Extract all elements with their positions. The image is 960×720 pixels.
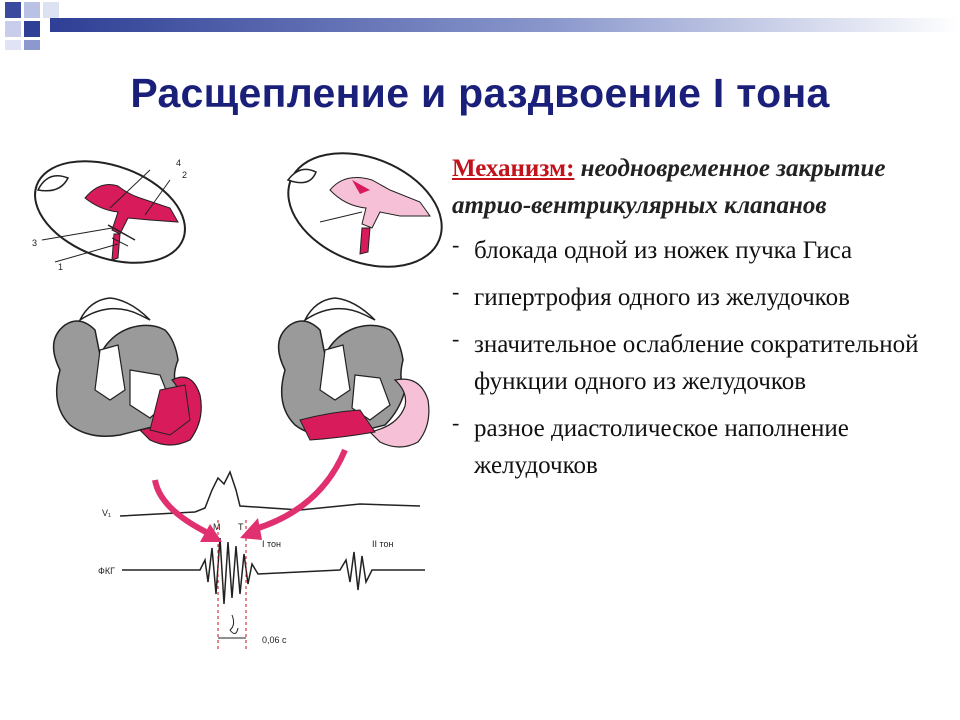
- list-item: - блокада одной из ножек пучка Гиса: [452, 232, 947, 269]
- label-num-2: 2: [182, 170, 187, 180]
- label-num-3: 3: [32, 238, 37, 248]
- list-dash: -: [452, 326, 460, 351]
- mechanism-paragraph: Механизм: неодновременное закрытие атрио…: [452, 150, 947, 224]
- valve-diagram-left: 4 2 3 1: [32, 158, 187, 272]
- phonocardiogram-trace: ФКГ 0,06 с: [98, 520, 425, 650]
- label-t: Т: [238, 522, 244, 532]
- arrow-left-heart-to-tone: [152, 479, 222, 542]
- list-dash: -: [452, 279, 460, 304]
- corner-square: [24, 40, 40, 50]
- label-interval: 0,06 с: [262, 635, 287, 645]
- arrow-right-heart-to-tone: [240, 448, 348, 540]
- list-item: - значительное ослабление сократительной…: [452, 326, 947, 400]
- list-item-text: гипертрофия одного из желудочков: [474, 284, 850, 311]
- label-tone2: II тон: [372, 539, 394, 549]
- corner-square: [24, 2, 40, 18]
- corner-square: [24, 21, 40, 37]
- heart-phonocardiogram-diagram: 4 2 3 1 V₁ М Т I тон II тон: [32, 152, 443, 650]
- list-dash: -: [452, 232, 460, 257]
- label-num-4: 4: [176, 158, 181, 168]
- label-tone1: I тон: [262, 539, 281, 549]
- label-num-1: 1: [58, 262, 63, 272]
- header-decoration: [5, 2, 960, 50]
- heart-right: [277, 297, 430, 448]
- list-item-text: разное диастолическое наполнение желудоч…: [474, 415, 849, 479]
- ecg-trace: V₁ М Т I тон II тон: [102, 470, 421, 549]
- label-fkg: ФКГ: [98, 566, 115, 576]
- list-item-text: значительное ослабление сократительной ф…: [474, 331, 919, 395]
- mechanism-text: неодновременное закрытие атрио-вентрикул…: [452, 155, 886, 219]
- list-item-text: блокада одной из ножек пучка Гиса: [474, 237, 853, 264]
- list-item: - разное диастолическое наполнение желуд…: [452, 410, 947, 484]
- corner-square: [5, 40, 21, 50]
- text-column: Механизм: неодновременное закрытие атрио…: [452, 150, 947, 494]
- heart-left: [52, 297, 202, 446]
- corner-square: [5, 2, 21, 18]
- label-v1: V₁: [102, 508, 111, 518]
- list-item: - гипертрофия одного из желудочков: [452, 279, 947, 316]
- list-dash: -: [452, 410, 460, 435]
- valve-diagram-right: [286, 152, 443, 268]
- causes-list: - блокада одной из ножек пучка Гиса - ги…: [452, 232, 947, 484]
- corner-square: [5, 21, 21, 37]
- header-gradient-bar: [50, 18, 960, 32]
- mechanism-label: Механизм:: [452, 155, 575, 182]
- corner-square: [43, 2, 59, 18]
- slide-title: Расщепление и раздвоение I тона: [130, 70, 830, 116]
- label-m: М: [213, 522, 221, 532]
